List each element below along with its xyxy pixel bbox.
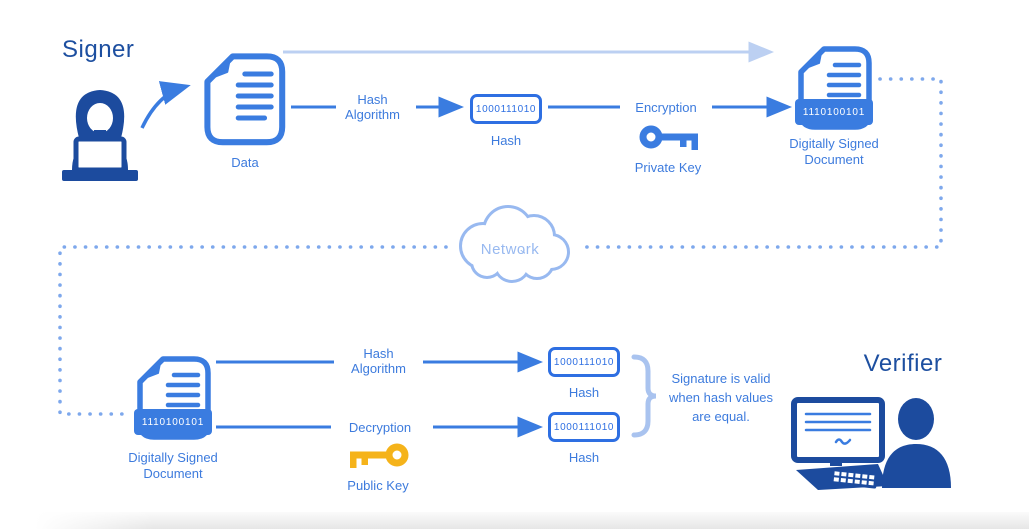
comparison-brace: [631, 354, 657, 438]
signed-doc-label-bottom: Digitally Signed Document: [128, 450, 218, 481]
hash-algorithm-label-bottom: Hash Algorithm: [351, 346, 406, 376]
network-label: Network: [480, 241, 540, 258]
network-cloud: [459, 205, 570, 283]
data-document-icon: [207, 56, 282, 142]
validity-note-line2: when hash values: [668, 390, 774, 405]
encryption-label: Encryption: [635, 100, 697, 115]
private-key-label: Private Key: [634, 160, 702, 175]
bottom-edge-shadow: [35, 512, 1029, 529]
hash-value-box-top: 1000111010: [470, 94, 542, 124]
hash-algorithm-label-top: Hash Algorithm: [345, 92, 400, 122]
data-doc-label: Data: [231, 155, 259, 170]
signer-title: Signer: [62, 36, 135, 63]
signed-doc-label-top: Digitally Signed Document: [789, 136, 879, 167]
signer-to-data-arrow: [140, 81, 191, 129]
verifier-flow-arrows: [216, 351, 543, 438]
hash-label-result: Hash: [568, 385, 600, 400]
hash-value-box-result: 1000111010: [548, 347, 620, 377]
network-dotted-path: [58, 77, 943, 416]
validity-note-line1: Signature is valid: [671, 371, 771, 386]
signed-doc-banner-top: 1110100101: [795, 99, 873, 125]
decryption-label: Decryption: [348, 420, 412, 435]
validity-note-line3: are equal.: [692, 409, 750, 424]
validity-note: Signature is valid when hash values are …: [660, 369, 782, 426]
verifier-person-icon: [791, 397, 951, 490]
signed-doc-banner-bottom: 1110100101: [134, 409, 212, 435]
public-key-icon: [350, 443, 409, 468]
signer-person-icon: [62, 90, 138, 181]
private-key-icon: [639, 125, 698, 150]
hash-label-decrypted: Hash: [568, 450, 600, 465]
hash-value-box-decrypted: 1000111010: [548, 412, 620, 442]
hash-label-top: Hash: [490, 133, 522, 148]
verifier-title: Verifier: [863, 350, 943, 377]
public-key-label: Public Key: [347, 478, 409, 493]
